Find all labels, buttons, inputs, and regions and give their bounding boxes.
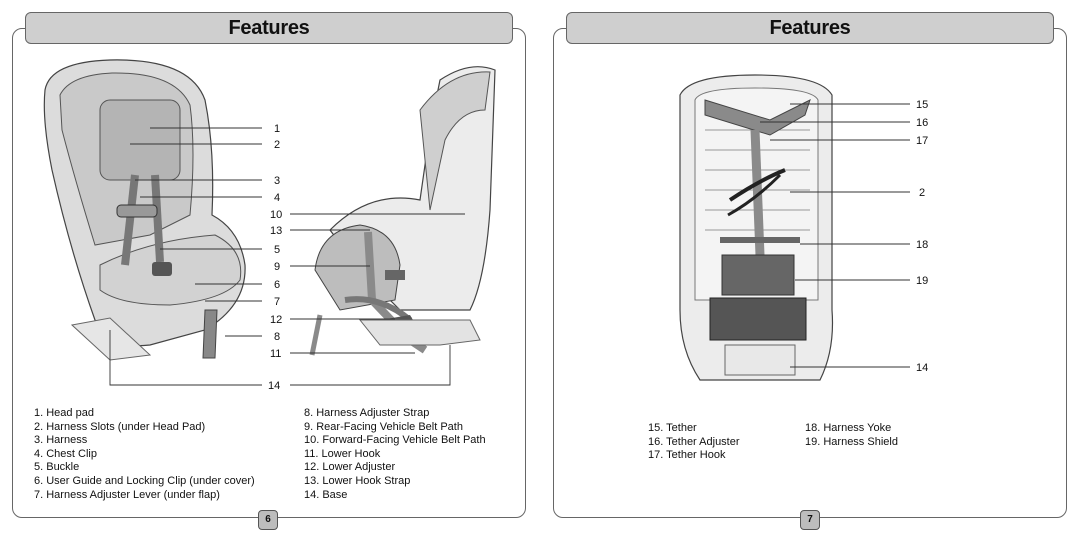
legend-item: 12. Lower Adjuster: [304, 461, 396, 474]
callout-16: 16: [916, 117, 928, 129]
left-legend-col1: 1. Head pad 2. Harness Slots (under Head…: [34, 407, 255, 502]
legend-item: 10. Forward-Facing Vehicle Belt Path: [304, 434, 486, 447]
left-page-title: Features: [25, 12, 513, 44]
legend-item: 18. Harness Yoke: [805, 422, 892, 434]
callout-11: 11: [270, 348, 281, 360]
left-callout-numbers: 1 2 3 4 10 13 5 9 6 7 12 8 11 14: [268, 123, 282, 392]
back-seat-illustration: [679, 74, 834, 381]
legend-item: 5. Buckle: [34, 461, 80, 474]
callout-17: 17: [916, 135, 928, 147]
legend-item: 4. Chest Clip: [34, 447, 97, 460]
legend-item: 14. Base: [304, 488, 348, 501]
callout-10: 10: [270, 209, 282, 221]
callout-2: 2: [274, 139, 280, 151]
right-legend-col2: 18. Harness Yoke 19. Harness Shield: [805, 422, 898, 449]
callout-12: 12: [270, 314, 282, 326]
front-seat-illustration: [43, 59, 246, 361]
side-seat-illustration: [309, 66, 496, 356]
callout-5: 5: [274, 244, 280, 256]
legend-item: 1. Head pad: [34, 407, 94, 419]
right-page-title: Features: [566, 12, 1054, 44]
legend-item: 17. Tether Hook: [648, 449, 726, 462]
legend-item: 16. Tether Adjuster: [648, 435, 740, 448]
callout-4: 4: [274, 192, 280, 204]
callout-7: 7: [274, 296, 280, 308]
legend-item: 6. User Guide and Locking Clip (under co…: [34, 474, 255, 487]
callout-2-right: 2: [919, 187, 925, 199]
callout-19: 19: [916, 275, 928, 287]
legend-item: 13. Lower Hook Strap: [304, 474, 411, 487]
right-callout-lines: [760, 103, 910, 368]
right-callout-numbers: 15 16 17 2 18 19 14: [916, 99, 928, 374]
legend-item: 11. Lower Hook: [304, 447, 381, 460]
legend-item: 8. Harness Adjuster Strap: [304, 407, 430, 419]
callout-14: 14: [268, 380, 280, 392]
callout-1: 1: [274, 123, 280, 135]
legend-item: 19. Harness Shield: [805, 435, 898, 448]
legend-item: 15. Tether: [648, 422, 697, 434]
legend-item: 7. Harness Adjuster Lever (under flap): [34, 488, 220, 501]
callout-8: 8: [274, 331, 280, 343]
callout-9: 9: [274, 261, 280, 273]
left-callout-lines: [109, 127, 465, 386]
callout-6: 6: [274, 279, 280, 291]
right-legend-col1: 15. Tether 16. Tether Adjuster 17. Tethe…: [648, 422, 740, 463]
callout-3: 3: [274, 175, 280, 187]
callout-18: 18: [916, 239, 928, 251]
legend-item: 2. Harness Slots (under Head Pad): [34, 420, 206, 433]
page-number-right: 7: [800, 510, 820, 530]
left-legend-col2: 8. Harness Adjuster Strap 9. Rear-Facing…: [304, 407, 486, 502]
legend-item: 9. Rear-Facing Vehicle Belt Path: [304, 420, 463, 433]
callout-15: 15: [916, 99, 928, 111]
legend-item: 3. Harness: [34, 434, 88, 447]
page-number-left: 6: [258, 510, 278, 530]
callout-14-right: 14: [916, 362, 928, 374]
callout-13: 13: [270, 225, 282, 237]
